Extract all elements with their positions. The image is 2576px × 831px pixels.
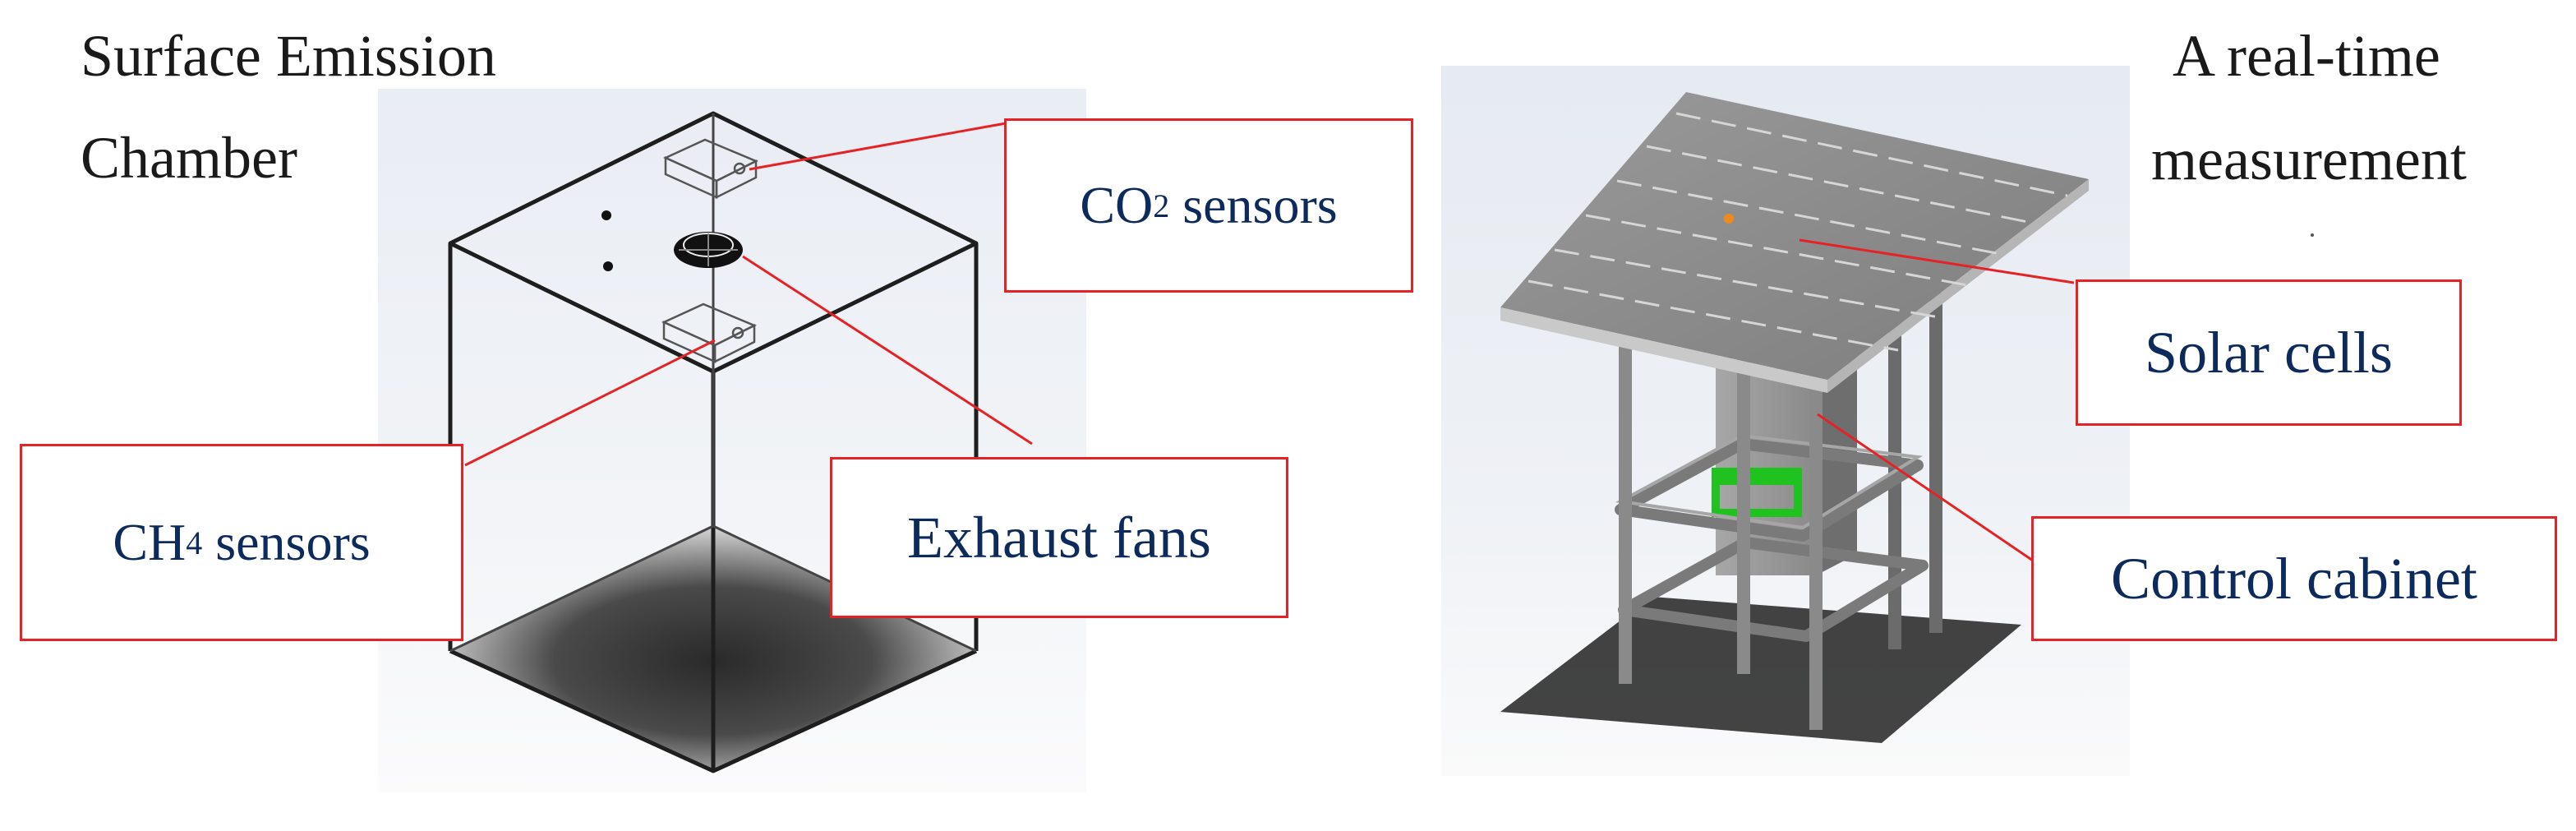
co2-label-prefix: CO xyxy=(1080,176,1154,234)
exhaust-fans-callout: Exhaust fans xyxy=(830,457,1288,618)
right-panel-title-line2: measurement xyxy=(2151,127,2467,192)
ch4-sensor-box xyxy=(661,302,757,364)
ch4-label-suffix: sensors xyxy=(202,513,371,571)
co2-sensor-box xyxy=(662,138,758,200)
cabinet-logo xyxy=(1712,468,1802,517)
co2-label-suffix: sensors xyxy=(1169,176,1338,234)
ch4-label-prefix: CH xyxy=(113,513,187,571)
solar-cells-callout: Solar cells xyxy=(2076,279,2462,426)
left-panel-title-line2: Chamber xyxy=(81,125,297,191)
solar-panel-grid xyxy=(1528,112,2068,352)
leader-lines-left xyxy=(464,122,1033,467)
exhaust-fans-label: Exhaust fans xyxy=(907,504,1211,570)
measurement-station xyxy=(1500,92,2089,743)
exhaust-fan xyxy=(674,232,743,268)
ch4-label-subscript: 4 xyxy=(186,524,203,561)
control-cabinet-callout: Control cabinet xyxy=(2031,516,2557,641)
port-dot xyxy=(603,261,613,271)
solar-cells-label: Solar cells xyxy=(2145,319,2393,385)
control-cabinet-label: Control cabinet xyxy=(2111,545,2477,612)
right-panel-title-line1: A real-time xyxy=(2173,23,2440,89)
port-dot xyxy=(601,210,611,220)
co2-label-subscript: 2 xyxy=(1153,187,1170,224)
left-panel-title-line1: Surface Emission xyxy=(81,23,496,89)
solar-sensor-dot xyxy=(1724,214,1734,224)
leader-lines-right xyxy=(1799,238,2075,562)
stray-dot xyxy=(2311,233,2314,237)
